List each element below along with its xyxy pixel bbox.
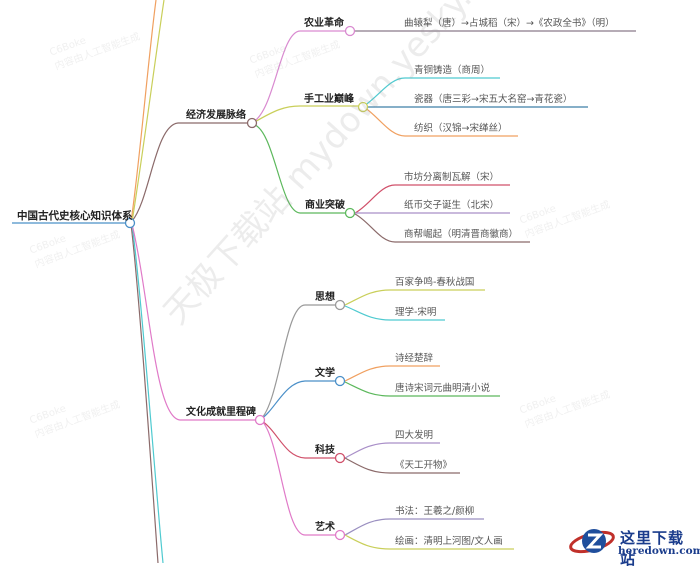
leaf-tech-1[interactable]: 四大发明	[395, 430, 434, 441]
edge-art-leaf-1	[344, 518, 484, 536]
commerce-node-handle[interactable]	[344, 207, 356, 219]
edge-economy	[131, 122, 248, 222]
node-commerce[interactable]: 商业突破	[305, 200, 345, 211]
leaf-com-3[interactable]: 商帮崛起（明清晋商徽商）	[404, 229, 519, 240]
culture-node-handle[interactable]	[254, 414, 266, 426]
leaf-agri-1[interactable]: 曲辕犁（唐）→占城稻（宋）→《农政全书》（明）	[404, 18, 615, 29]
leaf-lit-2[interactable]: 唐诗宋词元曲明清小说	[395, 383, 491, 394]
edge-craft-leaf-1	[363, 77, 500, 107]
edge-literature	[260, 380, 336, 420]
literature-node-handle[interactable]	[334, 375, 346, 387]
edge-offscreen-up-2	[131, 0, 165, 223]
edge-offscreen-down-2	[131, 223, 164, 563]
leaf-craft-3[interactable]: 纺织（汉锦→宋缂丝）	[414, 123, 508, 134]
edge-tech-leaf-2	[344, 457, 460, 474]
tech-node-handle[interactable]	[334, 452, 346, 464]
edge-offscreen-down-1	[130, 223, 159, 563]
root-node-handle[interactable]	[124, 217, 136, 229]
z-logo-icon	[569, 529, 615, 554]
edge-agri	[252, 30, 346, 123]
leaf-com-1[interactable]: 市坊分离制瓦解（宋）	[404, 172, 500, 183]
edge-thought-leaf-1	[344, 289, 485, 306]
craft-node-handle[interactable]	[357, 101, 369, 113]
edge-art-leaf-2	[344, 534, 514, 550]
edge-craft-leaf-3	[363, 106, 518, 137]
leaf-craft-1[interactable]: 青铜铸造（商周）	[414, 65, 491, 76]
edge-tech	[261, 420, 336, 459]
edge-com-leaf-1	[354, 184, 510, 214]
edge-tech-leaf-1	[344, 442, 440, 459]
edge-lit-leaf-2	[344, 381, 500, 397]
node-culture[interactable]: 文化成就里程碑	[186, 407, 256, 418]
site-logo: 这里下载站 heredown.com	[568, 524, 700, 568]
art-node-handle[interactable]	[334, 529, 346, 541]
agri-node-handle[interactable]	[344, 25, 356, 37]
leaf-com-2[interactable]: 纸币交子诞生（北宋）	[404, 200, 500, 211]
leaf-thought-2[interactable]: 理学-宋明	[395, 307, 437, 318]
node-art[interactable]: 艺术	[315, 522, 335, 533]
node-thought[interactable]: 思想	[315, 292, 335, 303]
leaf-art-1[interactable]: 书法：王羲之/颜柳	[395, 506, 475, 517]
edge-com-leaf-3	[354, 213, 530, 243]
edge-craft	[252, 105, 359, 124]
leaf-thought-1[interactable]: 百家争鸣-春秋战国	[395, 277, 475, 288]
leaf-craft-2[interactable]: 瓷器（唐三彩→宋五大名窑→青花瓷）	[414, 94, 573, 105]
node-literature[interactable]: 文学	[315, 368, 335, 379]
node-handicraft[interactable]: 手工业巅峰	[304, 94, 354, 105]
thought-node-handle[interactable]	[334, 299, 346, 311]
root-node[interactable]: 中国古代史核心知识体系	[17, 210, 133, 222]
leaf-tech-2[interactable]: 《天工开物》	[395, 460, 453, 471]
edge-art	[261, 420, 336, 536]
logo-text-en: heredown.com	[618, 545, 700, 557]
node-technology[interactable]: 科技	[315, 445, 335, 456]
node-agriculture[interactable]: 农业革命	[304, 18, 344, 29]
node-economy[interactable]: 经济发展脉络	[186, 110, 246, 121]
edge-offscreen-up-1	[130, 0, 157, 223]
edge-lit-leaf-1	[344, 365, 440, 382]
edge-thought	[260, 304, 336, 420]
edge-commerce	[252, 123, 345, 214]
edge-thought-leaf-2	[344, 305, 445, 321]
edge-culture	[131, 223, 256, 421]
leaf-art-2[interactable]: 绘画：清明上河图/文人画	[395, 536, 503, 547]
economy-node-handle[interactable]	[246, 117, 258, 129]
leaf-lit-1[interactable]: 诗经楚辞	[395, 353, 434, 364]
